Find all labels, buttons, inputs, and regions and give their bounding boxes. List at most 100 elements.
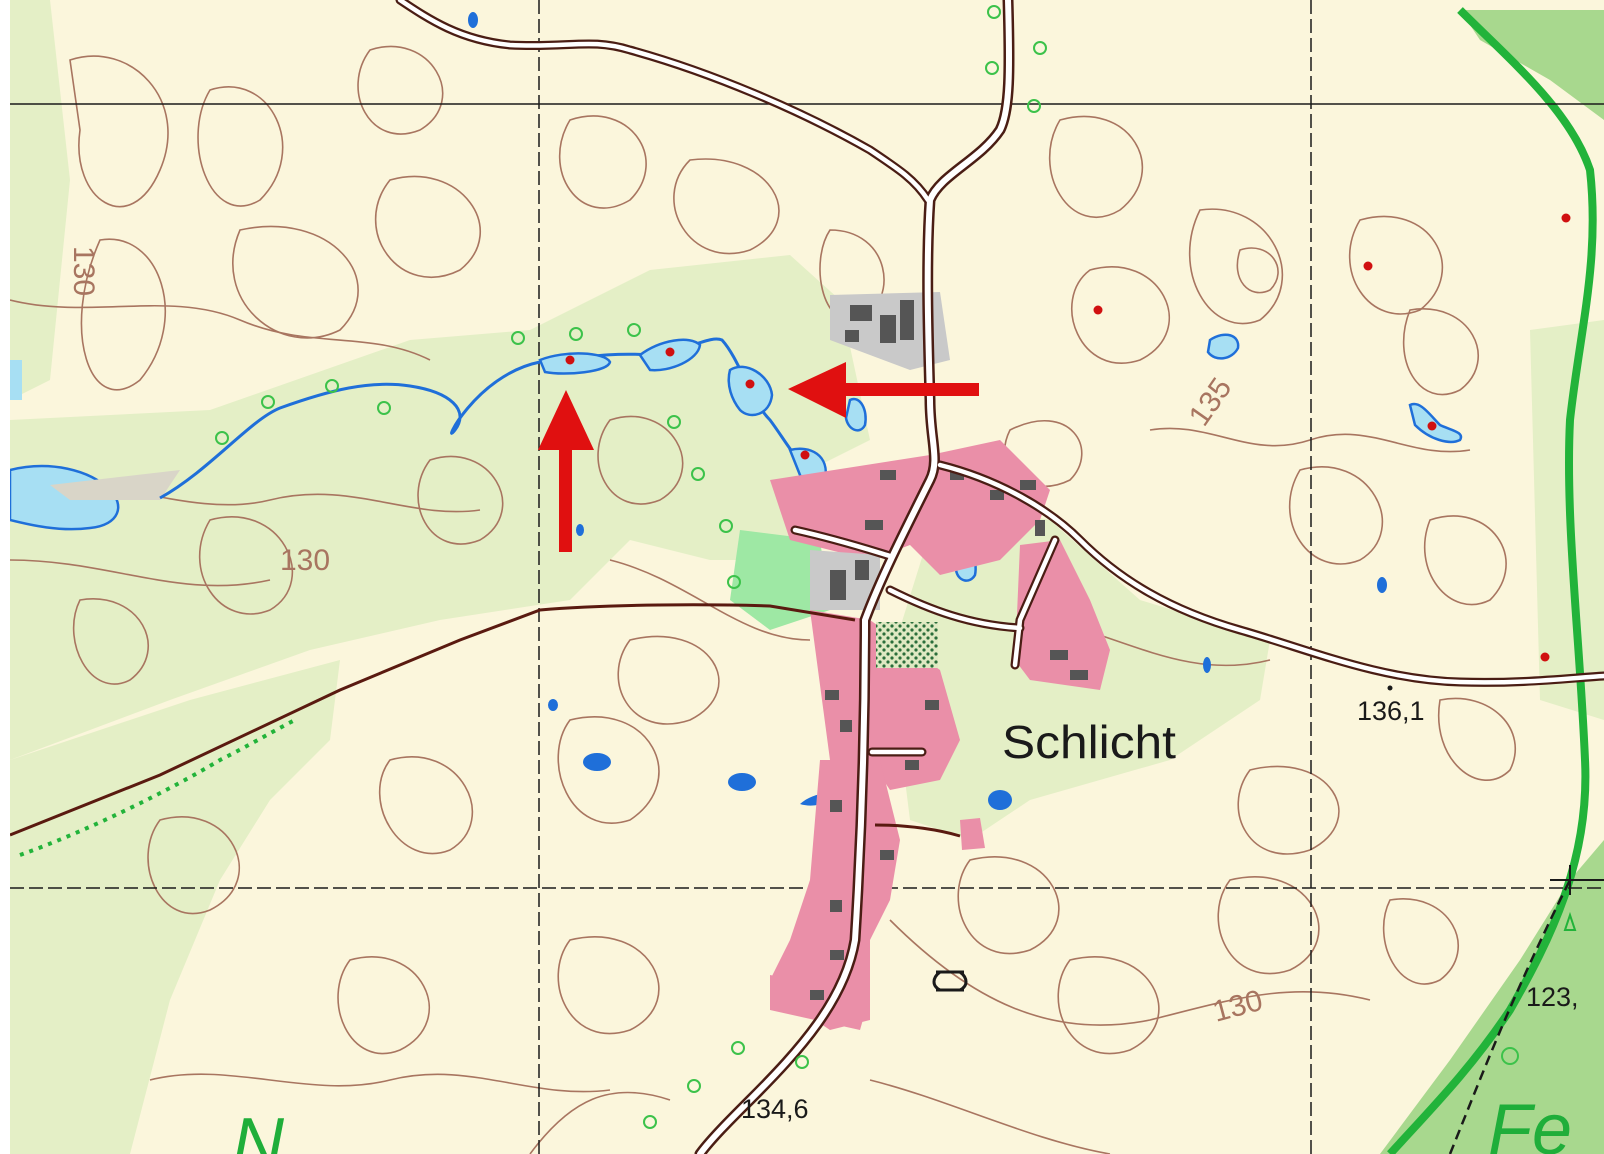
track-southwest [10, 603, 856, 837]
trig-point-icon [1387, 685, 1393, 691]
red-dot-icon [1540, 652, 1550, 662]
water-dot [1377, 577, 1387, 593]
road-village-mid [887, 587, 1023, 631]
settlement-south [770, 760, 900, 1030]
building [880, 470, 896, 480]
tree-circle-icon [511, 331, 525, 345]
building [1050, 650, 1068, 660]
forest-areas [1380, 7, 1604, 1154]
water-dot [728, 773, 756, 791]
water-dot [468, 12, 478, 28]
building [845, 330, 859, 342]
building [1035, 520, 1045, 536]
tree-circle-icon [987, 5, 1001, 19]
building [990, 490, 1004, 500]
forest-east [1460, 10, 1604, 120]
building [850, 305, 872, 321]
building [830, 900, 842, 912]
red-dot-icon [665, 347, 675, 357]
building [880, 315, 896, 343]
tree-circle-icon [687, 1079, 701, 1093]
road-northwest [397, 0, 931, 203]
road-east [937, 462, 1604, 685]
meadow-areas [10, 0, 1604, 1154]
red-dot-icon [1363, 261, 1373, 271]
pond-3 [727, 365, 774, 417]
forest-southeast [1380, 840, 1604, 1154]
settlement-patch [960, 818, 985, 850]
tree-circle-icon [325, 379, 339, 393]
tree-circle-icon [643, 1115, 657, 1129]
spot-height-label: 134,6 [741, 1094, 809, 1124]
boundary-dotted [19, 718, 296, 857]
road-main [697, 0, 1013, 1154]
road-village-link [1012, 537, 1058, 668]
building [925, 700, 939, 710]
grid-lines [10, 0, 1604, 1154]
area-name-label: N [232, 1104, 285, 1154]
building [830, 570, 846, 600]
red-dot-icon [1427, 421, 1437, 431]
tracks [10, 603, 961, 838]
tree-circle-icon [377, 401, 391, 415]
tree-circle-icon [261, 395, 275, 409]
water-dot [988, 790, 1012, 810]
roads-fill [397, 0, 1604, 1154]
building [1020, 480, 1036, 490]
tree-circle-icon [731, 1041, 745, 1055]
building [865, 520, 883, 530]
building [900, 300, 914, 340]
tree-circle-icon [1027, 99, 1041, 113]
ponds [538, 333, 1463, 582]
building [830, 950, 844, 960]
tree-circle-icon [691, 467, 705, 481]
contour-height-label: 130 [67, 246, 100, 296]
water-dot [548, 699, 558, 711]
water-dot [583, 753, 611, 771]
building [905, 760, 919, 770]
tree-circle-icon [985, 61, 999, 75]
settlement-central [810, 610, 960, 790]
pond-west-edge [10, 360, 22, 400]
pond-4 [844, 397, 867, 432]
building [825, 690, 839, 700]
building [1070, 670, 1088, 680]
pond-east-1 [1206, 333, 1240, 360]
building [855, 560, 869, 580]
red-dot-icon [1561, 213, 1571, 223]
footpath-southeast [1448, 879, 1572, 1154]
tree-circle-icon [569, 327, 583, 341]
tree-circle-icon [215, 431, 229, 445]
road-village-west [792, 527, 893, 559]
pond-east-2 [1408, 402, 1463, 444]
orchard-area [876, 622, 938, 668]
tree-circle-icon [1501, 1047, 1519, 1065]
red-dot-icon [565, 355, 575, 365]
topographic-map: Schlicht 136,1 134,6 123, 130 130 135 13… [10, 0, 1604, 1154]
tree-circle-icon [627, 323, 641, 337]
forest-boundary-east [1387, 7, 1597, 1154]
up-arrow-icon [538, 390, 594, 552]
tree-circle-icon [727, 575, 741, 589]
map-canvas: Schlicht 136,1 134,6 123, 130 130 135 13… [10, 0, 1604, 1154]
building [830, 800, 842, 812]
building [840, 720, 852, 732]
buildings [810, 300, 1088, 1000]
place-name-label: Schlicht [1002, 716, 1176, 768]
red-dot-icon [745, 379, 755, 389]
settlement-south-extra [770, 975, 870, 1030]
tree-symbols [215, 5, 1519, 1129]
windmill-icon [1550, 865, 1604, 931]
red-points [565, 213, 1571, 662]
water-dot [1203, 657, 1211, 673]
spot-height-label: 136,1 [1357, 696, 1425, 726]
tree-circle-icon [719, 519, 733, 533]
monument-symbol-icon [932, 970, 968, 992]
meadow-southwest [10, 660, 340, 1154]
water-dot [576, 524, 584, 536]
red-dot-icon [800, 450, 810, 460]
meadow-west-valley [10, 255, 870, 760]
meadow-north [10, 0, 70, 400]
track-village-south [874, 823, 961, 838]
dam-grey-area [50, 470, 180, 500]
